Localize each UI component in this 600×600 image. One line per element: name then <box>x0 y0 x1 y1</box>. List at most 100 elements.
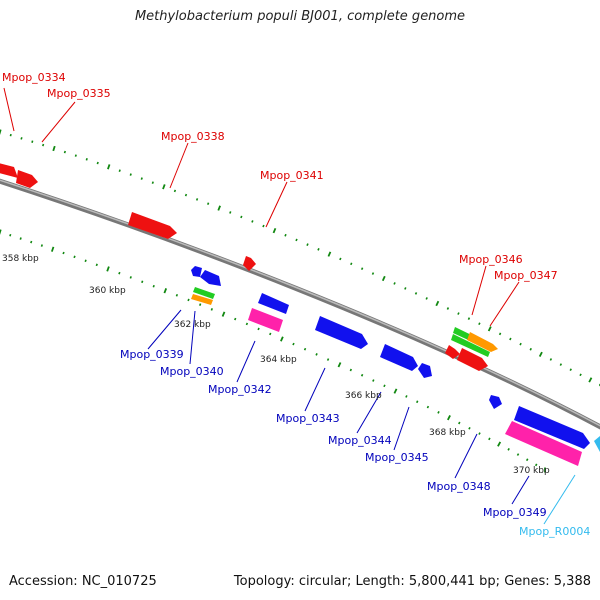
scale-label: 360 kbp <box>89 286 126 296</box>
major-tick <box>588 377 593 383</box>
minor-tick <box>519 342 522 346</box>
gene-label[interactable]: Mpop_0334 <box>2 71 66 84</box>
genome-backbone-highlight <box>0 179 600 427</box>
gene-Mpop_0338[interactable] <box>128 212 177 239</box>
minor-tick <box>303 347 307 351</box>
gene-label[interactable]: Mpop_0347 <box>494 269 558 282</box>
gene-label[interactable]: Mpop_0342 <box>208 383 272 396</box>
gene-Mpop_0344[interactable] <box>380 344 418 371</box>
major-tick <box>538 351 543 357</box>
minor-tick <box>315 353 318 356</box>
forward-leader-lines <box>3 87 520 327</box>
gene-Mpop_0345[interactable] <box>418 363 432 378</box>
gene-Mpop_0342-pink[interactable] <box>248 308 283 332</box>
minor-tick <box>96 161 99 165</box>
major-tick <box>272 227 277 234</box>
minor-tick <box>349 368 353 372</box>
minor-tick <box>129 173 132 176</box>
minor-tick <box>478 322 481 326</box>
minor-tick <box>85 157 88 161</box>
minor-tick <box>206 202 210 206</box>
minor-tick <box>458 421 461 425</box>
gene-Mpop_R0004[interactable] <box>594 436 600 452</box>
gene-Mpop_0335[interactable] <box>16 170 38 188</box>
minor-tick <box>9 233 12 237</box>
scale-label: 362 kbp <box>174 320 211 330</box>
major-tick <box>447 415 451 421</box>
gene-Mpop_0349[interactable] <box>505 421 582 466</box>
minor-tick <box>245 322 249 326</box>
gene-label[interactable]: Mpop_0348 <box>427 480 491 493</box>
minor-tick <box>151 181 154 184</box>
gene-Mpop_0341[interactable] <box>243 256 256 271</box>
gene-label[interactable]: Mpop_0343 <box>276 412 340 425</box>
major-tick <box>337 362 342 368</box>
minor-tick <box>372 379 375 382</box>
minor-tick <box>405 395 408 398</box>
major-tick <box>50 246 55 252</box>
minor-tick <box>437 411 440 414</box>
gene-label[interactable]: Mpop_0341 <box>260 169 324 182</box>
gene-Mpop_0340[interactable] <box>191 287 215 305</box>
major-tick <box>163 288 168 294</box>
gene-Mpop_0334[interactable] <box>0 162 18 178</box>
minor-tick <box>569 368 572 372</box>
gene-Mpop_0348b[interactable] <box>514 406 590 449</box>
gene-label[interactable]: Mpop_0338 <box>161 130 225 143</box>
major-tick <box>0 129 2 135</box>
gene-Mpop_0343[interactable] <box>315 316 368 349</box>
minor-tick <box>30 240 33 244</box>
minor-tick <box>292 342 295 346</box>
gene-label[interactable]: Mpop_0346 <box>459 253 523 266</box>
gene-Mpop_0339b[interactable] <box>200 270 221 286</box>
minor-tick <box>317 248 320 251</box>
major-tick <box>435 300 440 307</box>
gene-Mpop_0342[interactable] <box>258 293 289 314</box>
minor-tick <box>425 297 428 300</box>
gene-label[interactable]: Mpop_0335 <box>47 87 111 100</box>
minor-tick <box>31 140 34 143</box>
gene-label[interactable]: Mpop_0344 <box>328 434 392 447</box>
gene-Mpop_0347[interactable] <box>457 348 488 371</box>
minor-tick <box>295 238 298 242</box>
minor-tick <box>457 312 460 315</box>
gene-label[interactable]: Mpop_0340 <box>160 365 224 378</box>
minor-tick <box>360 373 364 377</box>
gene-label[interactable]: Mpop_0345 <box>365 451 429 464</box>
gene-orange-forward[interactable] <box>467 332 498 352</box>
gene-label[interactable]: Mpop_0339 <box>120 348 184 361</box>
minor-tick <box>383 384 386 388</box>
gene-label[interactable]: Mpop_0349 <box>483 506 547 519</box>
gene-Mpop_0346[interactable] <box>445 345 460 359</box>
minor-tick <box>84 259 87 263</box>
minor-tick <box>414 292 418 295</box>
minor-tick <box>507 447 510 451</box>
minor-tick <box>426 405 430 409</box>
minor-tick <box>19 237 22 240</box>
minor-tick <box>371 272 375 275</box>
gene-label[interactable]: Mpop_R0004 <box>519 525 590 538</box>
minor-tick <box>74 154 77 157</box>
minor-tick <box>229 211 232 214</box>
major-tick <box>497 441 502 447</box>
minor-tick <box>350 262 353 266</box>
genome-summary: Topology: circular; Length: 5,800,441 bp… <box>233 574 591 589</box>
genes-count-text: Genes: 5,388 <box>504 574 591 589</box>
minor-tick <box>534 463 538 467</box>
gene-Mpop_0339[interactable] <box>191 266 202 277</box>
minor-tick <box>393 282 396 285</box>
minor-tick <box>446 307 450 310</box>
minor-tick <box>416 400 419 404</box>
minor-tick <box>63 150 67 154</box>
minor-tick <box>40 244 43 247</box>
minor-tick <box>257 327 260 331</box>
minor-tick <box>184 193 188 197</box>
scale-label: 358 kbp <box>2 254 39 264</box>
minor-tick <box>73 255 76 259</box>
scale-label: 364 kbp <box>260 355 297 365</box>
gene-Mpop_0348[interactable] <box>489 395 502 409</box>
minor-tick <box>152 284 155 288</box>
map-title: Methylobacterium populi BJ001, complete … <box>134 9 466 24</box>
minor-tick <box>175 293 179 297</box>
minor-tick <box>468 426 471 430</box>
